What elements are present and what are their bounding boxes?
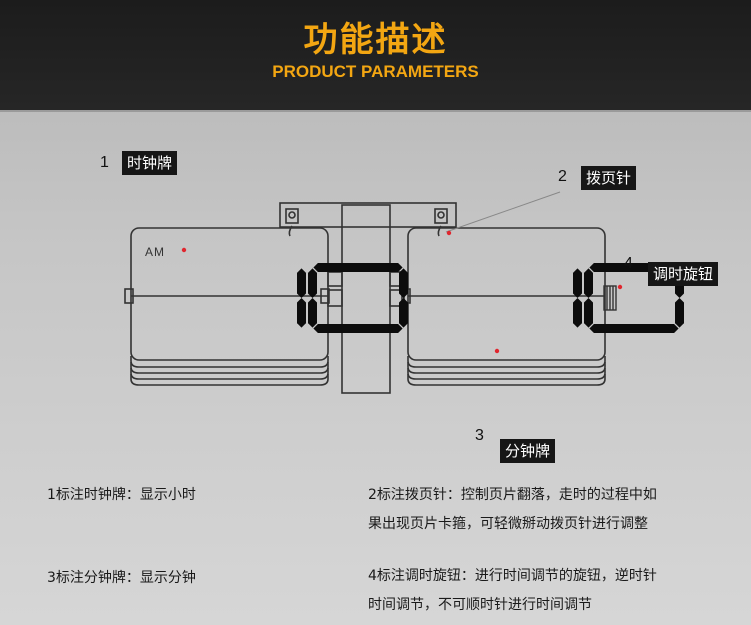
marker-dot-knob — [617, 284, 623, 290]
description-4-line-1: 4标注调时旋钮：进行时间调节的旋钮，逆时针 — [368, 568, 657, 584]
center-stand — [327, 204, 405, 394]
page-title: 功能描述 — [303, 20, 448, 60]
callout-4-label: 调时旋钮 — [648, 262, 719, 286]
digit-minute-1-segment-f — [584, 268, 593, 298]
marker-dot-hour — [181, 247, 187, 253]
digit-minute-0-segment-c — [573, 298, 582, 328]
marker-dot-minute — [494, 348, 500, 354]
callout-3-number: 3 — [475, 427, 484, 444]
callout-4-number: 4 — [624, 255, 633, 272]
adjust-knob — [603, 285, 617, 311]
callout-3-label: 分钟牌 — [500, 439, 556, 463]
digit-hour-1-segment-e — [308, 298, 317, 328]
digit-hour-1-segment-f — [308, 268, 317, 298]
top-bracket — [279, 202, 457, 237]
digit-hour-0-segment-c — [297, 298, 306, 328]
header-divider — [0, 110, 751, 112]
callout-1-number: 1 — [100, 154, 109, 171]
page-subtitle: PRODUCT PARAMETERS — [272, 62, 479, 81]
hour-digits — [297, 263, 408, 333]
digit-hour-1-segment-c — [399, 298, 408, 328]
hour-card — [124, 227, 330, 386]
digit-minute-1-segment-e — [584, 298, 593, 328]
description-3: 3标注分钟牌：显示分钟 — [47, 570, 196, 586]
callout-1-label: 时钟牌 — [122, 151, 178, 175]
callout-2-number: 2 — [558, 168, 567, 185]
am-label: AM — [145, 245, 165, 259]
description-2-line-2: 果出现页片卡箍，可轻微掰动拨页针进行调整 — [368, 516, 648, 532]
digit-minute-1-segment-d — [589, 324, 679, 333]
digit-hour-0-segment-b — [297, 268, 306, 298]
header-banner: 功能描述 PRODUCT PARAMETERS — [0, 0, 751, 110]
digit-hour-1-segment-b — [399, 268, 408, 298]
description-2-line-1: 2标注拨页针：控制页片翻落，走时的过程中如 — [368, 487, 657, 503]
digit-hour-1-segment-a — [313, 263, 403, 272]
description-1: 1标注时钟牌：显示小时 — [47, 487, 196, 503]
callout-2-label: 拨页针 — [581, 166, 637, 190]
marker-dot-pin — [446, 230, 452, 236]
digit-minute-1-segment-c — [675, 298, 684, 328]
callout-2-leader — [445, 191, 561, 233]
description-4-line-2: 时间调节，不可顺时针进行时间调节 — [368, 597, 592, 613]
digit-hour-1-segment-d — [313, 324, 403, 333]
digit-minute-0-segment-b — [573, 268, 582, 298]
